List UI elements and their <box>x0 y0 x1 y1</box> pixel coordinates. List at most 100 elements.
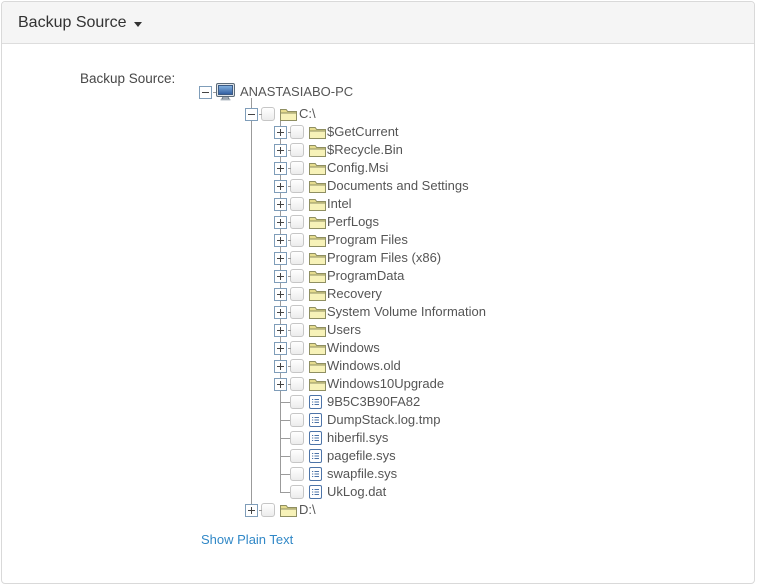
file-icon <box>309 431 322 450</box>
file-icon <box>309 413 322 432</box>
node-label[interactable]: ANASTASIABO-PC <box>240 84 354 99</box>
tree-row: DumpStack.log.tmp <box>2 411 754 432</box>
node-checkbox[interactable] <box>290 287 304 301</box>
tree-row: $Recycle.Bin <box>2 141 754 159</box>
node-checkbox[interactable] <box>290 161 304 175</box>
file-icon <box>309 467 322 486</box>
expander-minus-icon[interactable] <box>199 86 212 99</box>
folder-icon <box>309 234 326 252</box>
expander-plus-icon[interactable] <box>274 234 287 247</box>
expander-plus-icon[interactable] <box>274 198 287 211</box>
node-label[interactable]: $Recycle.Bin <box>327 142 403 157</box>
node-label[interactable]: PerfLogs <box>327 214 380 229</box>
node-label[interactable]: System Volume Information <box>327 304 486 319</box>
tree-connector <box>280 420 290 421</box>
node-checkbox[interactable] <box>290 341 304 355</box>
folder-icon <box>309 288 326 306</box>
show-plain-text-link[interactable]: Show Plain Text <box>201 532 294 547</box>
tree-connector <box>280 438 290 439</box>
node-checkbox[interactable] <box>290 233 304 247</box>
node-label[interactable]: Config.Msi <box>327 160 389 175</box>
node-checkbox[interactable] <box>290 485 304 499</box>
expander-plus-icon[interactable] <box>274 306 287 319</box>
node-checkbox[interactable] <box>290 305 304 319</box>
node-label[interactable]: Intel <box>327 196 352 211</box>
node-label[interactable]: 9B5C3B90FA82 <box>327 394 421 409</box>
expander-plus-icon[interactable] <box>245 504 258 517</box>
tree-row: Windows.old <box>2 357 754 378</box>
folder-icon <box>280 504 297 522</box>
node-checkbox[interactable] <box>261 503 275 517</box>
expander-plus-icon[interactable] <box>274 252 287 265</box>
folder-icon <box>309 126 326 144</box>
expander-plus-icon[interactable] <box>274 342 287 355</box>
node-checkbox[interactable] <box>290 323 304 337</box>
tree-row: Intel <box>2 195 754 213</box>
node-label[interactable]: Documents and Settings <box>327 178 469 193</box>
expander-plus-icon[interactable] <box>274 288 287 301</box>
node-label[interactable]: swapfile.sys <box>327 466 398 481</box>
node-label[interactable]: Recovery <box>327 286 382 301</box>
expander-plus-icon[interactable] <box>274 162 287 175</box>
tree-connector <box>288 204 291 205</box>
folder-icon <box>309 306 326 324</box>
node-label[interactable]: DumpStack.log.tmp <box>327 412 441 427</box>
node-label[interactable]: $GetCurrent <box>327 124 399 139</box>
node-label[interactable]: pagefile.sys <box>327 448 396 463</box>
node-checkbox[interactable] <box>290 359 304 373</box>
panel-header[interactable]: Backup Source <box>2 2 754 44</box>
expander-plus-icon[interactable] <box>274 180 287 193</box>
node-checkbox[interactable] <box>290 395 304 409</box>
tree-connector <box>288 384 291 385</box>
expander-plus-icon[interactable] <box>274 144 287 157</box>
folder-icon <box>280 108 297 126</box>
tree-row: $GetCurrent <box>2 123 754 144</box>
tree-connector <box>213 92 216 93</box>
source-tree: ANASTASIABO-PC C:\ $GetCurrent $Recycle.Bin… <box>2 83 754 530</box>
node-checkbox[interactable] <box>261 107 275 121</box>
tree-connector <box>280 456 290 457</box>
node-checkbox[interactable] <box>290 143 304 157</box>
expander-plus-icon[interactable] <box>274 216 287 229</box>
node-checkbox[interactable] <box>290 269 304 283</box>
tree-connector <box>288 222 291 223</box>
folder-icon <box>309 324 326 342</box>
node-checkbox[interactable] <box>290 251 304 265</box>
node-label[interactable]: Program Files (x86) <box>327 250 442 265</box>
expander-plus-icon[interactable] <box>274 270 287 283</box>
node-label[interactable]: D:\ <box>299 502 316 517</box>
node-label[interactable]: Windows <box>327 340 380 355</box>
tree-connector <box>259 114 262 115</box>
node-checkbox[interactable] <box>290 449 304 463</box>
computer-icon <box>215 83 236 106</box>
node-checkbox[interactable] <box>290 125 304 139</box>
node-label[interactable]: Windows10Upgrade <box>327 376 445 391</box>
tree-row: Documents and Settings <box>2 177 754 195</box>
node-label[interactable]: hiberfil.sys <box>327 430 389 445</box>
expander-plus-icon[interactable] <box>274 126 287 139</box>
node-label[interactable]: Users <box>327 322 361 337</box>
node-checkbox[interactable] <box>290 215 304 229</box>
tree-row: pagefile.sys <box>2 447 754 465</box>
folder-icon <box>309 216 326 234</box>
tree-row: Recovery <box>2 285 754 306</box>
node-checkbox[interactable] <box>290 467 304 481</box>
node-checkbox[interactable] <box>290 197 304 211</box>
node-checkbox[interactable] <box>290 431 304 445</box>
folder-icon <box>309 378 326 396</box>
expander-plus-icon[interactable] <box>274 324 287 337</box>
expander-plus-icon[interactable] <box>274 378 287 391</box>
node-label[interactable]: ProgramData <box>327 268 405 283</box>
node-checkbox[interactable] <box>290 377 304 391</box>
expander-plus-icon[interactable] <box>274 360 287 373</box>
folder-icon <box>309 360 326 378</box>
node-label[interactable]: UkLog.dat <box>327 484 387 499</box>
folder-icon <box>309 270 326 288</box>
node-label[interactable]: C:\ <box>299 106 316 121</box>
file-icon <box>309 395 322 414</box>
node-label[interactable]: Program Files <box>327 232 408 247</box>
node-checkbox[interactable] <box>290 179 304 193</box>
node-checkbox[interactable] <box>290 413 304 427</box>
expander-minus-icon[interactable] <box>245 108 258 121</box>
node-label[interactable]: Windows.old <box>327 358 401 373</box>
